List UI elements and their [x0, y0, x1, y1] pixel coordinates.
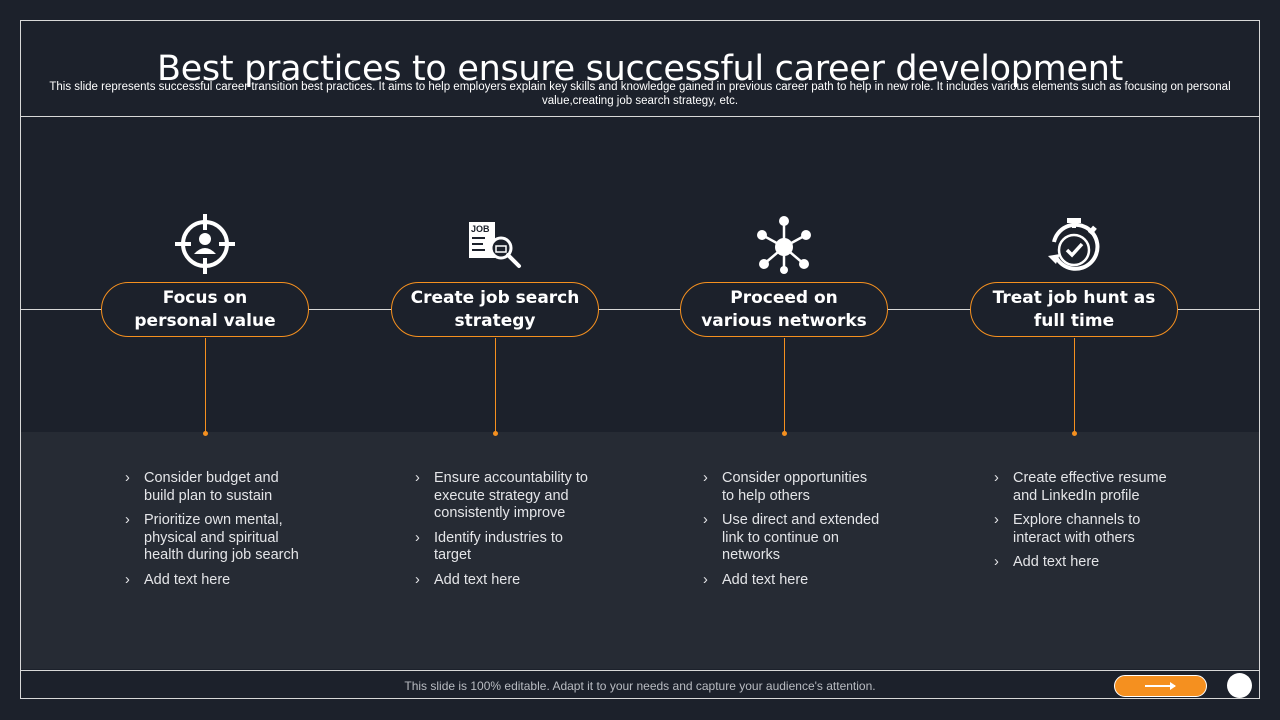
connector-dot: [203, 431, 208, 436]
slide-subtitle: This slide represents successful career …: [49, 81, 1231, 107]
list-item: Explore channels to interact with others: [993, 512, 1173, 547]
connector-dot: [1072, 431, 1077, 436]
bullet-list-step-1: Consider budget and build plan to sustai…: [124, 470, 304, 596]
connector-line: [205, 338, 206, 434]
step-treat-job-hunt-full-time: Treat job hunt as full time: [970, 282, 1178, 337]
slide-frame: [20, 20, 1260, 699]
stopwatch-icon: [1048, 218, 1100, 271]
connector-dot: [493, 431, 498, 436]
step-proceed-various-networks: Proceed on various networks: [680, 282, 888, 337]
footer-note: This slide is 100% editable. Adapt it to…: [404, 679, 876, 693]
bullet-list-step-3: Consider opportunities to help others Us…: [702, 470, 882, 596]
step-title: Proceed on various networks: [701, 287, 867, 331]
connector-line: [1074, 338, 1075, 434]
list-item: Add text here: [993, 554, 1173, 572]
connector-line: [784, 338, 785, 434]
list-item: Ensure accountability to execute strateg…: [414, 470, 594, 523]
list-item: Identify industries to target: [414, 530, 594, 565]
timeline-line: [20, 309, 1260, 310]
list-item: Prioritize own mental, physical and spir…: [124, 512, 304, 565]
next-slide-button[interactable]: [1114, 675, 1207, 697]
list-item: Add text here: [702, 572, 882, 590]
list-item: Add text here: [124, 572, 304, 590]
circle-button[interactable]: [1227, 673, 1252, 698]
step-focus-personal-value: Focus on personal value: [101, 282, 309, 337]
bullet-list-step-2: Ensure accountability to execute strateg…: [414, 470, 594, 596]
step-title: Focus on personal value: [134, 287, 276, 331]
list-item: Create effective resume and LinkedIn pro…: [993, 470, 1173, 505]
target-icon: [175, 214, 235, 274]
footer-divider: [20, 670, 1260, 671]
bullet-list-step-4: Create effective resume and LinkedIn pro…: [993, 470, 1173, 579]
connector-dot: [782, 431, 787, 436]
arrow-right-icon: [1145, 682, 1176, 690]
slide-title: Best practices to ensure successful care…: [156, 49, 1124, 90]
step-create-job-search-strategy: Create job search strategy: [391, 282, 599, 337]
connector-line: [495, 338, 496, 434]
list-item: Consider opportunities to help others: [702, 470, 882, 505]
list-item: Use direct and extended link to continue…: [702, 512, 882, 565]
list-item: Add text here: [414, 572, 594, 590]
network-icon: [757, 216, 811, 274]
header-divider: [20, 116, 1260, 117]
job-search-icon: JOB: [469, 222, 521, 268]
step-title: Create job search strategy: [410, 287, 580, 331]
step-title: Treat job hunt as full time: [992, 287, 1156, 331]
list-item: Consider budget and build plan to sustai…: [124, 470, 304, 505]
job-label: JOB: [471, 224, 490, 234]
